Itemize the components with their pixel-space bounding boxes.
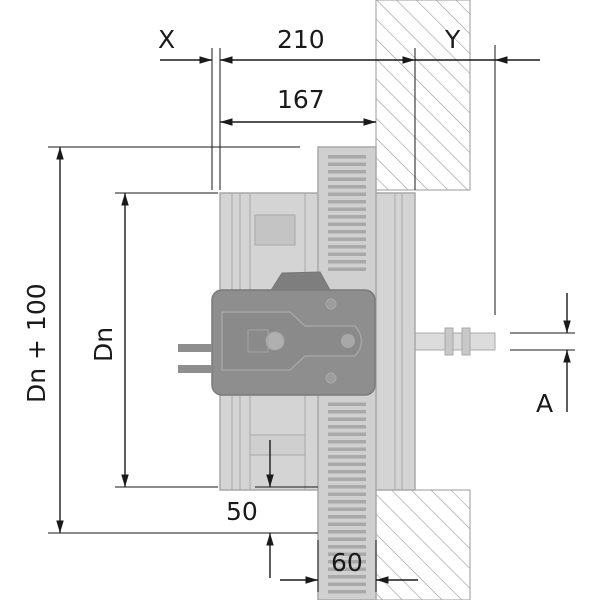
label-dn-plus-100: Dn + 100 [22, 283, 51, 403]
frame-slat [328, 252, 366, 256]
dimension-lines [48, 45, 575, 592]
wall-upper [375, 0, 471, 191]
frame-slat [328, 590, 366, 594]
frame-slat [328, 177, 366, 181]
frame-slat [328, 185, 366, 189]
frame-slat [328, 432, 366, 436]
frame-slat [328, 530, 366, 534]
frame-slat [328, 260, 366, 264]
frame-slat [328, 537, 366, 541]
frame-slat [328, 522, 366, 526]
label-167: 167 [277, 85, 325, 114]
label-y: Y [444, 25, 461, 54]
frame-slat [328, 477, 366, 481]
frame-slat [328, 192, 366, 196]
frame-slat [328, 545, 366, 549]
frame-slat [328, 500, 366, 504]
actuator [178, 271, 376, 396]
label-60: 60 [331, 548, 363, 577]
frame-slat [328, 237, 366, 241]
frame-slat [328, 267, 366, 271]
wall-lower [375, 489, 471, 600]
label-dn: Dn [89, 327, 118, 362]
frame-slat [328, 402, 366, 406]
frame-slat [328, 507, 366, 511]
frame-slat [328, 560, 366, 564]
frame-slat [328, 155, 366, 159]
frame-slat [328, 455, 366, 459]
frame-slat [328, 492, 366, 496]
frame-slat [328, 200, 366, 204]
frame-slat [328, 582, 366, 586]
frame-slat [328, 552, 366, 556]
frame-slat [328, 575, 366, 579]
label-a: A [536, 389, 553, 418]
label-50: 50 [226, 497, 258, 526]
frame-slat [328, 170, 366, 174]
frame-slat [328, 425, 366, 429]
frame-slat [328, 410, 366, 414]
frame-slat [328, 245, 366, 249]
frame-slat [328, 162, 366, 166]
frame-slat [328, 447, 366, 451]
frame-slat [328, 485, 366, 489]
frame-slat [328, 222, 366, 226]
label-x: X [158, 25, 175, 54]
frame-slat [328, 515, 366, 519]
frame-slat [328, 215, 366, 219]
frame-slat [328, 207, 366, 211]
label-210: 210 [277, 25, 325, 54]
damper-shaft [409, 327, 496, 356]
frame-slat [328, 230, 366, 234]
frame-slat [328, 440, 366, 444]
frame-slat [328, 567, 366, 571]
frame-slat [328, 470, 366, 474]
frame-slat [328, 417, 366, 421]
frame-slat [328, 462, 366, 466]
